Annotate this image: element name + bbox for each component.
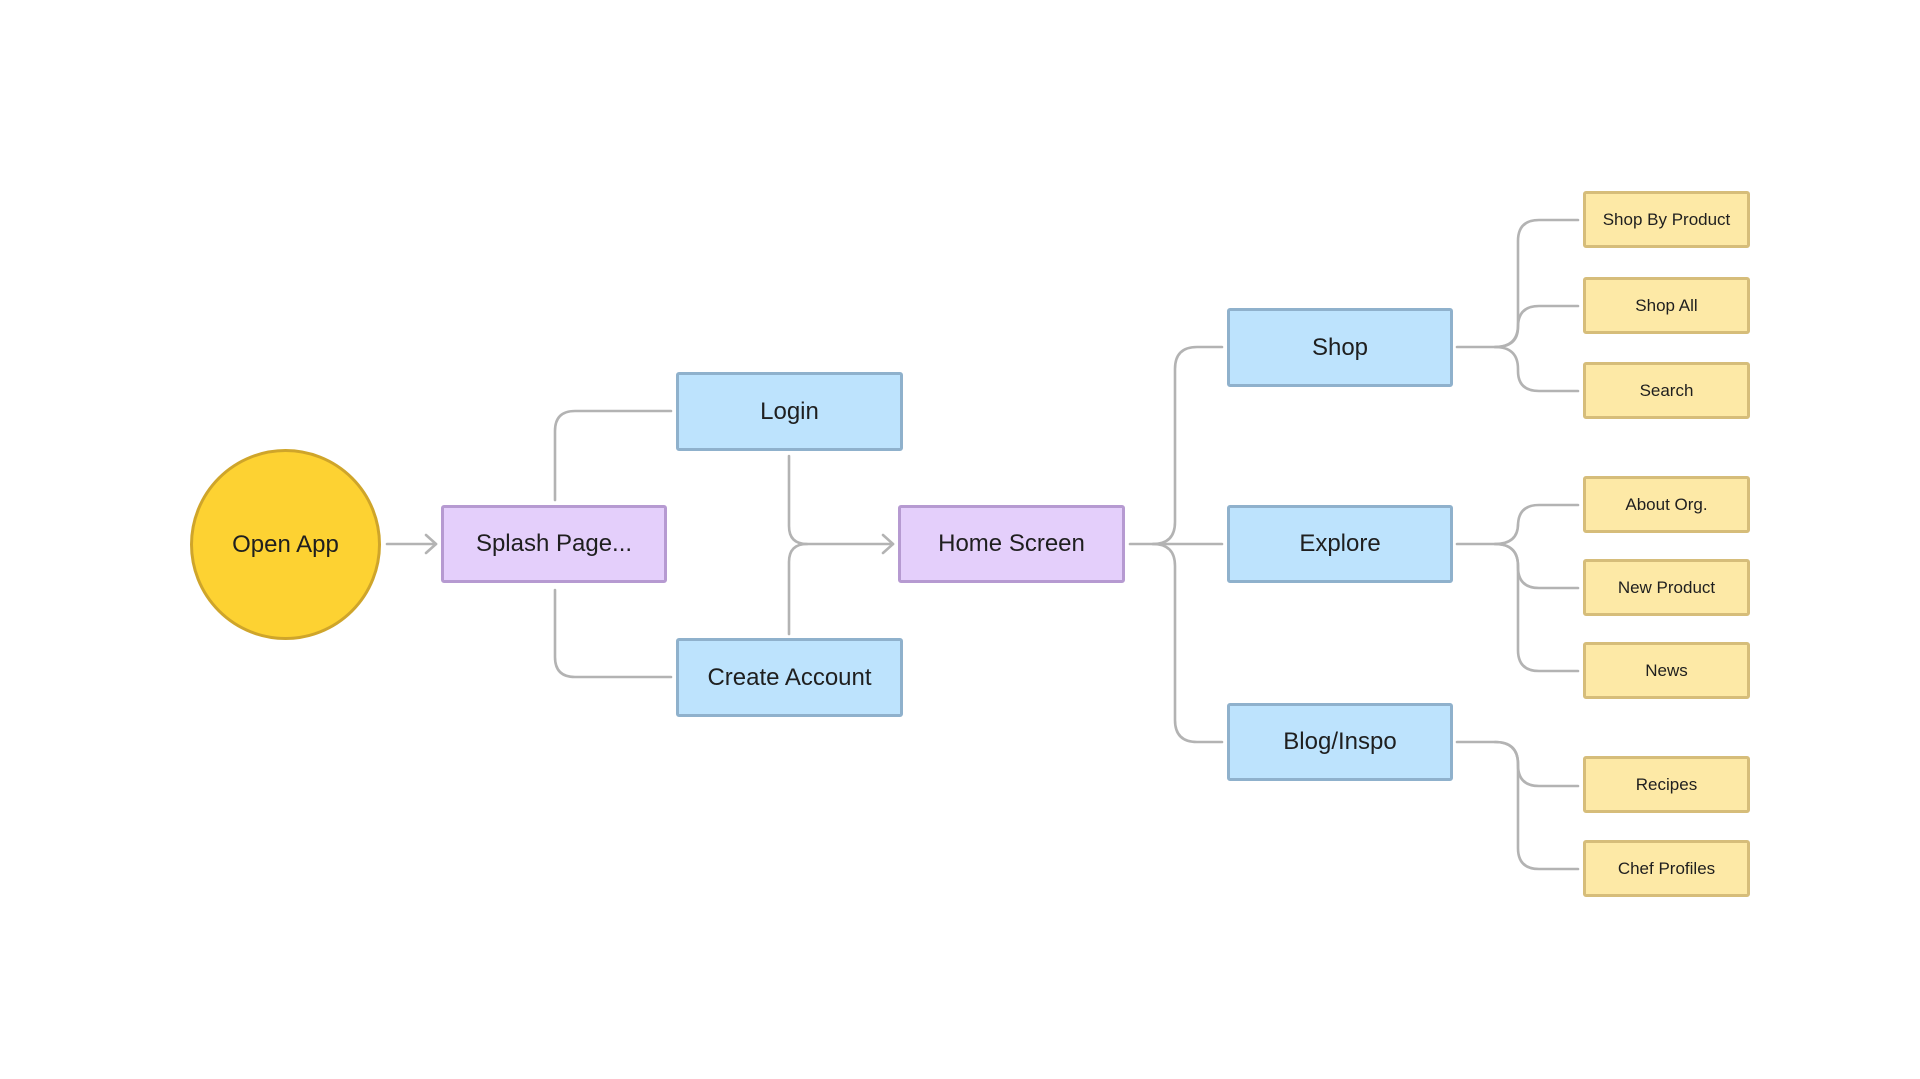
node-label: Shop By Product <box>1602 209 1731 229</box>
node-label: Create Account <box>707 663 872 691</box>
edge-splash-page-to-create-account <box>553 588 673 679</box>
node-shop-by-product[interactable]: Shop By Product <box>1583 191 1750 248</box>
node-label: Chef Profiles <box>1617 858 1716 878</box>
node-blog-inspo[interactable]: Blog/Inspo <box>1227 703 1453 781</box>
node-label: Splash Page... <box>475 530 633 557</box>
edge-explore-to-new-product <box>1493 542 1580 590</box>
node-label: Shop <box>1311 333 1369 361</box>
node-shop-all[interactable]: Shop All <box>1583 277 1750 334</box>
node-label: Recipes <box>1635 774 1698 794</box>
node-create-account[interactable]: Create Account <box>676 638 903 717</box>
node-about-org[interactable]: About Org. <box>1583 476 1750 533</box>
node-splash-page[interactable]: Splash Page... <box>441 505 667 583</box>
node-label: About Org. <box>1625 494 1708 514</box>
node-search[interactable]: Search <box>1583 362 1750 419</box>
arrowhead-icon <box>881 533 895 555</box>
node-chef-profiles[interactable]: Chef Profiles <box>1583 840 1750 897</box>
edge-splash-page-to-login <box>553 409 673 502</box>
edge-explore-to-about-org <box>1455 503 1580 546</box>
node-recipes[interactable]: Recipes <box>1583 756 1750 813</box>
node-login[interactable]: Login <box>676 372 903 451</box>
node-label: Search <box>1639 380 1694 400</box>
edge-explore-to-news <box>1493 542 1580 673</box>
node-label: Blog/Inspo <box>1283 728 1397 755</box>
node-label: Open App <box>232 530 339 558</box>
edge-create-account-to-home-screen <box>787 542 809 636</box>
node-shop[interactable]: Shop <box>1227 308 1453 387</box>
edge-shop-to-shop-all <box>1493 304 1580 349</box>
node-label: Home Screen <box>938 530 1085 557</box>
edge-login-to-home-screen <box>787 454 895 546</box>
edge-home-screen-to-shop <box>1151 345 1224 546</box>
edge-blog-inspo-to-chef-profiles <box>1493 740 1580 871</box>
node-explore[interactable]: Explore <box>1227 505 1453 583</box>
node-label: News <box>1645 660 1688 680</box>
node-news[interactable]: News <box>1583 642 1750 699</box>
node-label: Login <box>760 397 819 425</box>
node-new-product[interactable]: New Product <box>1583 559 1750 616</box>
node-label: Explore <box>1299 530 1381 557</box>
node-label: New Product <box>1617 577 1716 597</box>
node-open-app[interactable]: Open App <box>190 449 381 640</box>
edge-home-screen-to-blog-inspo <box>1151 542 1224 744</box>
arrowhead-icon <box>424 533 438 555</box>
node-home-screen[interactable]: Home Screen <box>898 505 1125 583</box>
edge-shop-to-search <box>1493 345 1580 393</box>
node-label: Shop All <box>1635 295 1698 315</box>
